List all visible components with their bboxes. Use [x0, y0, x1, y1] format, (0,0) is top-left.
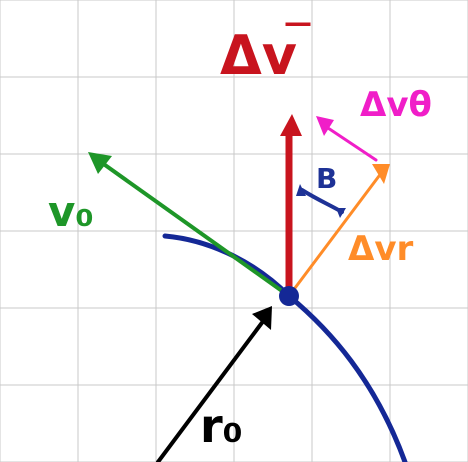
delta-vtheta-vector: [320, 122, 378, 162]
position-vector-r0: [156, 318, 266, 462]
angle-beta-arrowhead-left: [296, 184, 306, 196]
label-angle-beta: B: [316, 162, 337, 195]
arrowhead-delta-vtheta: [316, 116, 334, 136]
label-r-zero: r₀: [200, 399, 243, 453]
label-delta-vtheta: Δvθ: [360, 85, 432, 125]
arrowhead-r0: [252, 306, 272, 330]
angle-beta-arrowhead-right: [336, 208, 346, 218]
label-delta-v-overbar: —: [284, 6, 312, 39]
label-delta-v: Δv: [220, 24, 297, 87]
particle-point: [279, 286, 299, 306]
arrowhead-delta-vr: [372, 164, 390, 184]
label-delta-vr: Δvr: [348, 229, 413, 269]
velocity-vector-v0: [96, 158, 291, 298]
label-v-zero: v₀: [48, 187, 94, 236]
arrowhead-delta-v: [280, 114, 302, 136]
delta-vr-vector: [287, 170, 384, 298]
arrowhead-v0: [88, 152, 112, 174]
